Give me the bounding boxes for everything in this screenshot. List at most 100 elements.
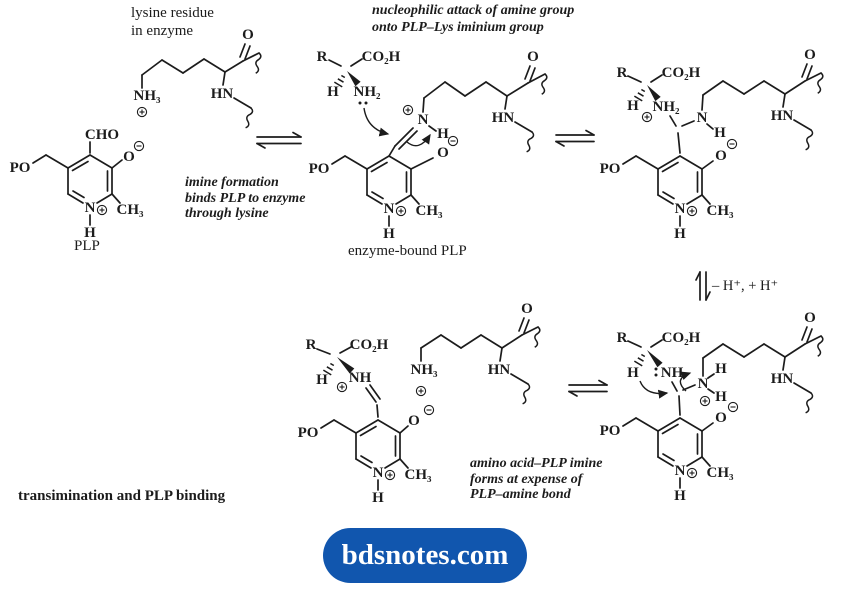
caption-transimination: transimination and PLP binding xyxy=(18,488,226,504)
bond xyxy=(72,190,85,199)
atom-label: R xyxy=(617,330,628,346)
squiggle-bond xyxy=(255,52,262,74)
squiggle-bond xyxy=(245,107,254,129)
curved-arrow-icon xyxy=(406,133,431,147)
hash-bond xyxy=(640,353,646,358)
atom-label: R xyxy=(617,65,628,81)
bond xyxy=(111,193,121,204)
bond xyxy=(801,63,808,78)
plus-charge-icon xyxy=(96,204,108,216)
bond xyxy=(233,97,252,109)
hash-bond xyxy=(637,92,644,97)
lone-pair-dot xyxy=(364,101,368,105)
bond xyxy=(622,417,637,427)
bond xyxy=(369,384,381,400)
atom-label: H xyxy=(674,226,686,242)
bond xyxy=(222,71,226,86)
bond xyxy=(242,52,260,62)
hash-bond xyxy=(337,78,344,83)
lone-pair-dot xyxy=(654,367,658,371)
label-lysine-residue: lysine residue in enzyme xyxy=(131,5,214,39)
bond xyxy=(784,80,806,95)
bond xyxy=(224,60,244,73)
bond xyxy=(506,82,529,97)
bond xyxy=(366,155,390,170)
bond xyxy=(793,382,812,394)
atom-label: H xyxy=(316,372,328,388)
atom-label: O xyxy=(408,413,420,429)
plus-charge-icon xyxy=(699,395,711,407)
bond xyxy=(662,191,675,200)
bond xyxy=(331,155,346,165)
atom-label: O xyxy=(437,145,449,161)
bond xyxy=(657,155,681,170)
plus-charge-icon xyxy=(402,104,414,116)
bdsnotes-badge[interactable]: bdsnotes.com xyxy=(323,528,527,583)
squiggle-bond xyxy=(541,73,548,95)
bond xyxy=(510,373,529,385)
bond xyxy=(161,59,184,74)
plus-charge-icon xyxy=(641,111,653,123)
bond xyxy=(371,191,384,200)
bond xyxy=(410,157,434,170)
bond xyxy=(366,194,383,205)
bond xyxy=(743,80,765,95)
atom-label: O xyxy=(715,148,727,164)
atom-label: NH xyxy=(349,370,372,386)
atom-label: N xyxy=(384,201,395,217)
bond xyxy=(686,456,703,467)
atom-label: H xyxy=(627,365,639,381)
atom-label: HN xyxy=(488,362,511,378)
atom-label: H xyxy=(715,361,727,377)
bond xyxy=(722,343,745,358)
atom-label: R xyxy=(306,337,317,353)
bond xyxy=(399,458,409,469)
equilibrium-arrow-icon xyxy=(695,271,711,301)
equilibrium-arrow-icon xyxy=(555,129,595,147)
atom-label: HN xyxy=(771,108,794,124)
bond xyxy=(480,334,503,349)
wedge-bond xyxy=(347,71,361,87)
bond xyxy=(45,154,69,169)
curved-arrow-icon xyxy=(639,380,669,399)
atom-label: N xyxy=(675,201,686,217)
atom-label: CH₃ xyxy=(416,203,444,219)
bond xyxy=(635,417,659,432)
bond xyxy=(701,456,711,467)
hash-bond xyxy=(322,369,332,376)
bond xyxy=(460,334,482,349)
atom-label: PO xyxy=(309,161,330,177)
bond xyxy=(398,130,418,150)
lone-pair-dot xyxy=(654,373,658,377)
bond xyxy=(444,81,466,97)
plus-charge-icon xyxy=(686,205,698,217)
bond xyxy=(622,155,637,165)
atom-label: N xyxy=(373,465,384,481)
label-imine-formation: imine formation binds PLP to enzyme thro… xyxy=(185,175,306,221)
atom-label: NH₃ xyxy=(411,362,439,378)
atom-label: CO₂H xyxy=(362,49,401,65)
atom-label: PO xyxy=(600,423,621,439)
wedge-bond xyxy=(647,85,661,102)
atom-label: H xyxy=(437,126,449,142)
atom-label: N xyxy=(675,463,686,479)
bond xyxy=(635,155,659,170)
bond xyxy=(399,425,409,434)
plus-charge-icon xyxy=(686,467,698,479)
plus-charge-icon xyxy=(136,106,148,118)
bond xyxy=(428,125,437,132)
bond xyxy=(355,419,379,434)
atom-label: H xyxy=(383,226,395,242)
bond xyxy=(722,80,745,95)
bond xyxy=(360,455,373,464)
squiggle-bond xyxy=(817,335,824,357)
bond xyxy=(504,95,508,110)
atom-label: PO xyxy=(298,425,319,441)
bond xyxy=(518,317,525,332)
hash-bond xyxy=(326,366,333,371)
